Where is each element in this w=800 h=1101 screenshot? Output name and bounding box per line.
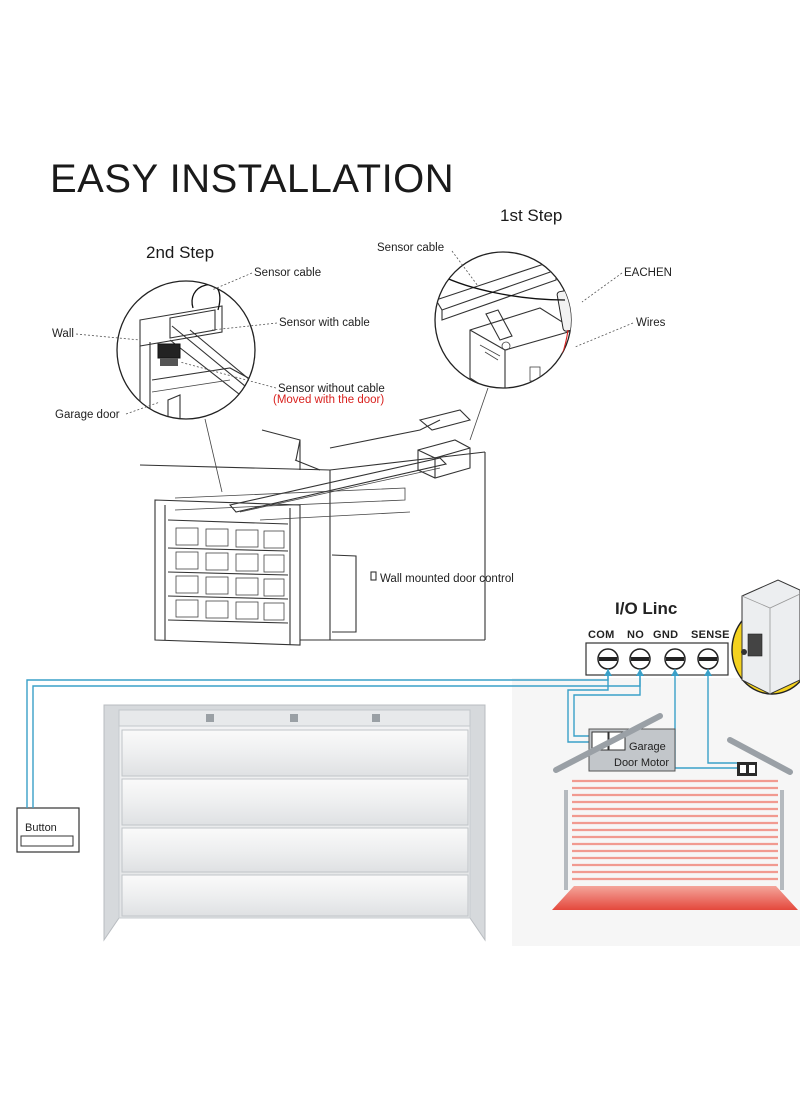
wiring-diagram: I/O Linc COM NO GND SENSE Butto bbox=[16, 579, 800, 946]
first-step-connector bbox=[469, 387, 489, 441]
terminal-label-sense: SENSE bbox=[691, 629, 730, 641]
terminal-screws bbox=[597, 648, 719, 670]
second-step-sensor-without-cable-label: Sensor without cable bbox=[278, 383, 385, 395]
page-title: EASY INSTALLATION bbox=[50, 157, 454, 201]
terminal-label-gnd: GND bbox=[653, 629, 678, 641]
first-step-sensor-cable-label: Sensor cable bbox=[377, 242, 444, 254]
second-step-connector bbox=[204, 418, 223, 493]
second-step-circle bbox=[116, 280, 256, 420]
second-step-moved-with-door-label: (Moved with the door) bbox=[273, 394, 384, 406]
scene-door-panels bbox=[167, 519, 289, 624]
button-label: Button bbox=[25, 822, 57, 834]
second-step-title: 2nd Step bbox=[146, 243, 214, 262]
wire-arrows bbox=[604, 669, 712, 676]
wall-control-label: Wall mounted door control bbox=[380, 573, 514, 585]
door-sensor bbox=[737, 762, 757, 776]
garage-scene: Wall mounted door control bbox=[139, 409, 514, 646]
second-step-sensor-cable-label: Sensor cable bbox=[254, 267, 321, 279]
io-module-title: I/O Linc bbox=[615, 599, 677, 618]
second-step-sensor-with-cable-label: Sensor with cable bbox=[279, 317, 370, 329]
second-step-wall-label: Wall bbox=[52, 328, 74, 340]
motor-label-line2: Door Motor bbox=[614, 757, 669, 769]
terminal-label-com: COM bbox=[588, 629, 615, 641]
large-garage-door bbox=[103, 704, 486, 942]
second-step-detail: 2nd Step Sensor cable Wall Senso bbox=[52, 243, 385, 421]
house-outline bbox=[553, 713, 793, 890]
first-step-detail: 1st Step Sensor cable EACHEN bbox=[377, 206, 672, 389]
button-box: Button bbox=[16, 807, 80, 853]
roller-door-stripes bbox=[572, 779, 778, 881]
terminal-label-no: NO bbox=[627, 629, 644, 641]
motor-label-line1: Garage bbox=[629, 741, 666, 753]
smart-switch-device bbox=[731, 579, 800, 695]
first-step-title: 1st Step bbox=[500, 206, 562, 225]
first-step-wires-label: Wires bbox=[636, 317, 666, 329]
floor-glow bbox=[552, 886, 798, 910]
first-step-device-label: EACHEN bbox=[624, 267, 672, 279]
garage-door-motor: Garage Door Motor bbox=[588, 728, 676, 772]
second-step-garage-door-label: Garage door bbox=[55, 409, 120, 421]
first-step-illustration bbox=[435, 261, 571, 388]
